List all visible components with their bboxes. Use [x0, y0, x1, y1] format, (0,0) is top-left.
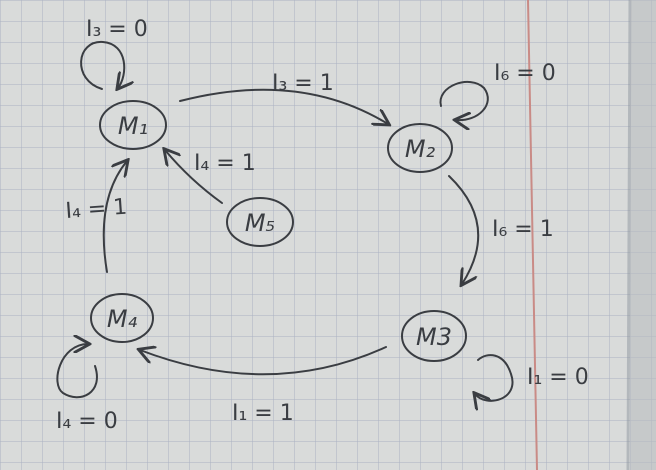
label-m4-m1: I₄ = 1	[65, 195, 128, 224]
label-m2-self: I₆ = 0	[494, 61, 556, 86]
state-m5-label: M₅	[245, 209, 275, 237]
label-m4-self: I₄ = 0	[56, 409, 118, 434]
state-m4-circle	[90, 293, 154, 343]
state-m1-label: M₁	[118, 112, 148, 140]
self-loop-m3	[475, 354, 514, 401]
edge-m4-m1	[102, 161, 127, 273]
page-fold	[626, 0, 632, 470]
label-m5-m1: I₄ = 1	[194, 151, 256, 176]
edge-m2-m3	[448, 175, 480, 284]
label-m1-m2: I₃ = 1	[272, 71, 334, 96]
self-loop-m2	[439, 81, 489, 120]
edge-m5-m1	[165, 150, 223, 204]
state-m1-circle	[99, 100, 167, 150]
state-m4-label: M₄	[107, 305, 138, 333]
edge-m1-m2	[179, 88, 388, 124]
state-m2-circle	[387, 123, 453, 173]
label-m1-self: I₃ = 0	[86, 17, 148, 42]
edge-m3-m4	[140, 347, 387, 376]
label-m3-m4: I₁ = 1	[232, 401, 294, 426]
state-m3-circle	[401, 310, 467, 362]
self-loop-m1	[80, 40, 124, 89]
state-m5-circle	[226, 197, 294, 247]
state-m2-label: M₂	[405, 135, 436, 163]
self-loop-m4	[56, 344, 98, 399]
page-edge	[630, 0, 656, 470]
label-m3-self: I₁ = 0	[527, 365, 589, 390]
state-m3-label: M3	[416, 323, 452, 351]
margin-line	[527, 0, 538, 470]
label-m2-m3: I₆ = 1	[492, 217, 554, 242]
